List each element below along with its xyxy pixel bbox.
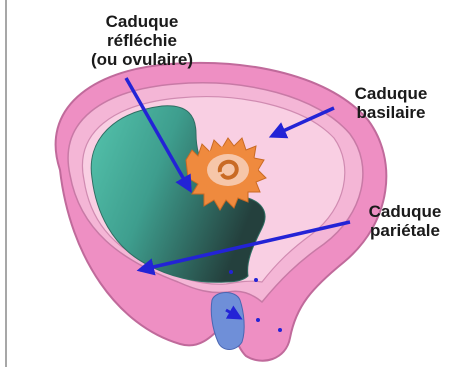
dot-marker: [254, 278, 258, 282]
dot-marker: [278, 328, 282, 332]
label-line: Caduque: [350, 202, 460, 221]
label-caduque-basilaire: Caduque basilaire: [336, 84, 446, 122]
label-line: pariétale: [350, 221, 460, 240]
dot-marker: [256, 318, 260, 322]
label-line: réfléchie: [62, 31, 222, 50]
cervical-plug: [211, 293, 244, 350]
label-line: Caduque: [62, 12, 222, 31]
label-line: (ou ovulaire): [62, 50, 222, 69]
label-caduque-parietale: Caduque pariétale: [350, 202, 460, 240]
dot-marker: [229, 270, 233, 274]
label-line: basilaire: [336, 103, 446, 122]
label-caduque-reflechie: Caduque réfléchie (ou ovulaire): [62, 12, 222, 69]
label-line: Caduque: [336, 84, 446, 103]
